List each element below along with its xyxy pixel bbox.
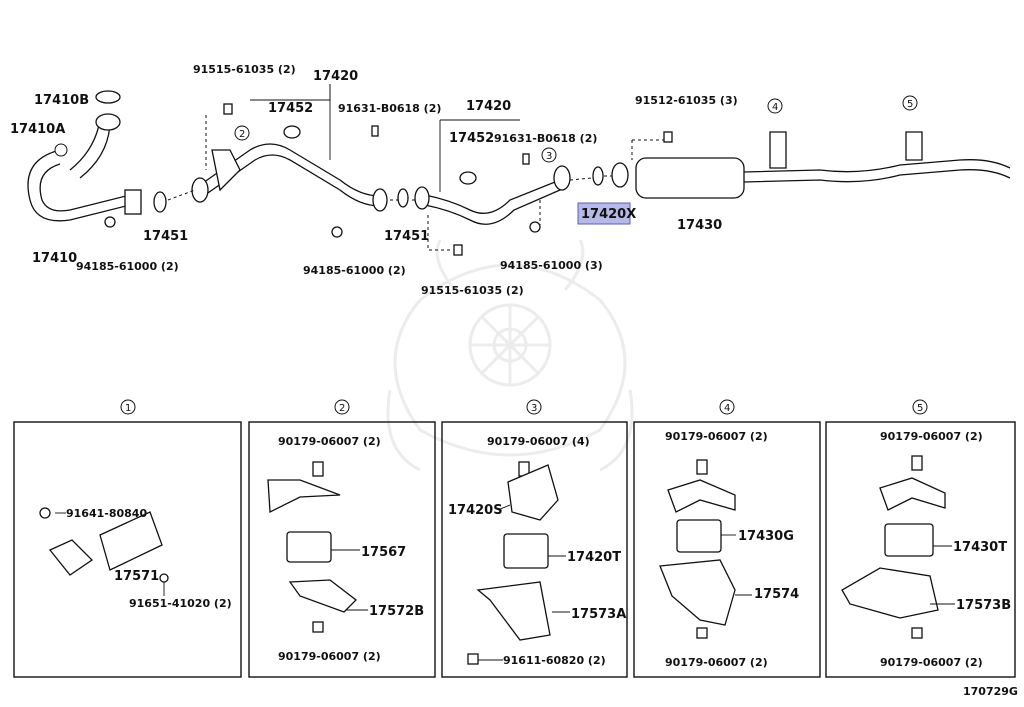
center-pipe-17420-front <box>191 103 409 238</box>
label-91515-61035-2b: 91515-61035 (2) <box>421 284 524 297</box>
panel-4-label-1: 17430G <box>738 529 794 544</box>
panel-3-label-2: 17420T <box>567 550 621 565</box>
panel-5-label-0: 90179-06007 (2) <box>880 430 983 443</box>
panel-2: 2 90179-06007 (2) 17567 17572B 90179-060… <box>248 399 436 678</box>
panel-5-label-2: 17573B <box>956 598 1011 613</box>
panel-4-num: 4 <box>724 403 730 414</box>
label-17410b: 17410B <box>34 93 89 108</box>
label-17452b: 17452 <box>449 131 494 146</box>
watermark-emblem <box>386 239 634 472</box>
panel-2-num: 2 <box>339 403 345 414</box>
center-pipe-17420-rear <box>414 153 604 256</box>
label-17410: 17410 <box>32 251 77 266</box>
callout-3-top: 3 <box>546 151 552 162</box>
highlight-17420x <box>577 202 631 225</box>
callout-2-top: 2 <box>239 129 245 140</box>
panel-5-label-3: 90179-06007 (2) <box>880 656 983 669</box>
label-91515-61035-2a: 91515-61035 (2) <box>193 63 296 76</box>
diagram-code: 170729G <box>963 685 1018 698</box>
panel-3-num: 3 <box>531 403 537 414</box>
assembly-leads <box>167 84 664 251</box>
top-labels: 17410B 17410A 17410 94185-61000 (2) 1745… <box>10 63 738 297</box>
callout-5-top: 5 <box>907 99 913 110</box>
panel-3: 3 90179-06007 (4) 17420S 17420T 17573A 9… <box>441 399 628 678</box>
panel-4-label-0: 90179-06007 (2) <box>665 430 768 443</box>
panel-3-label-0: 90179-06007 (4) <box>487 435 590 448</box>
panel-3-label-4: 91611-60820 (2) <box>503 654 606 667</box>
label-17410a: 17410A <box>10 122 65 137</box>
label-94185-61000-2b: 94185-61000 (2) <box>303 264 406 277</box>
panel-4-label-3: 90179-06007 (2) <box>665 656 768 669</box>
panel-1-label-0: 91641-80840 <box>66 507 147 520</box>
panel-1-label-2: 91651-41020 (2) <box>129 597 232 610</box>
panel-2-label-2: 17572B <box>369 604 424 619</box>
panel-3-label-3: 17573A <box>571 607 626 622</box>
panel-1: 1 91641-80840 17571 91651-41020 (2) <box>13 399 242 678</box>
label-17420x[interactable]: 17420X <box>581 207 636 222</box>
label-17452a: 17452 <box>268 101 313 116</box>
panel-4-label-2: 17574 <box>754 587 799 602</box>
label-91631-b0618-2b: 91631-B0618 (2) <box>494 132 597 145</box>
panel-2-label-1: 17567 <box>361 545 406 560</box>
top-callouts: 2 3 4 5 <box>234 95 918 163</box>
panel-3-label-1: 17420S <box>448 503 503 518</box>
muffler-17430 <box>611 131 1011 199</box>
panel-4: 4 90179-06007 (2) 17430G 17574 90179-060… <box>633 399 821 678</box>
panel-5-num: 5 <box>917 403 923 414</box>
label-94185-61000-3: 94185-61000 (3) <box>500 259 603 272</box>
label-17451a: 17451 <box>143 229 188 244</box>
label-17451b: 17451 <box>384 229 429 244</box>
front-pipe-17410 <box>27 90 167 228</box>
label-17420a: 17420 <box>313 69 358 84</box>
label-17430: 17430 <box>677 218 722 233</box>
panel-1-num: 1 <box>125 403 131 414</box>
label-94185-61000-2a: 94185-61000 (2) <box>76 260 179 273</box>
callout-4-top: 4 <box>772 102 778 113</box>
label-91631-b0618-2a: 91631-B0618 (2) <box>338 102 441 115</box>
panel-2-label-0: 90179-06007 (2) <box>278 435 381 448</box>
panel-2-label-3: 90179-06007 (2) <box>278 650 381 663</box>
label-17420b: 17420 <box>466 99 511 114</box>
panel-1-label-1: 17571 <box>114 569 159 584</box>
panel-5-label-1: 17430T <box>953 540 1007 555</box>
panel-5: 5 90179-06007 (2) 17430T 17573B 90179-06… <box>825 399 1016 678</box>
label-91512-61035-3: 91512-61035 (3) <box>635 94 738 107</box>
